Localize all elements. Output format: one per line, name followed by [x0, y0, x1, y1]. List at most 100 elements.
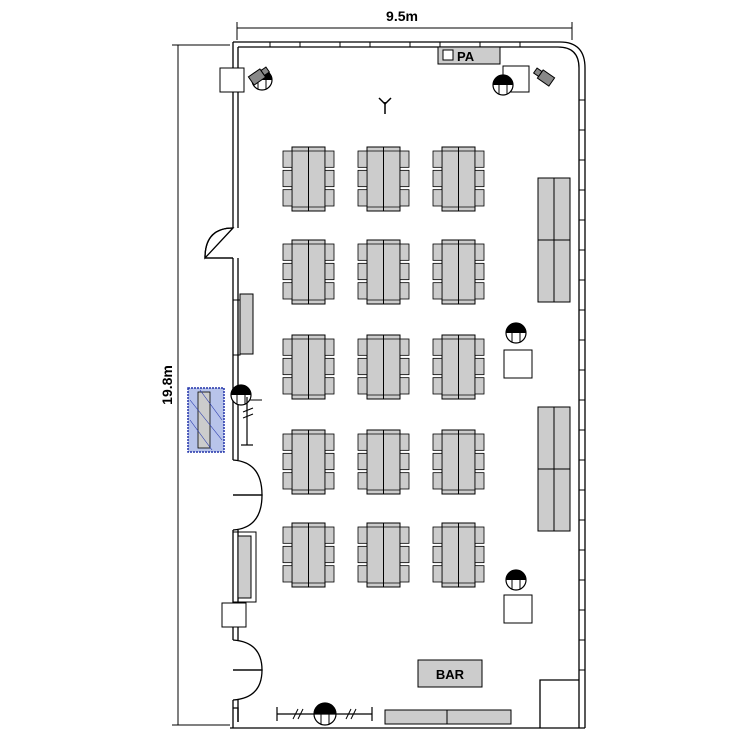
chair[interactable] [282, 150, 293, 168]
bottom-counter[interactable] [384, 709, 512, 725]
wall-panel-upper[interactable] [232, 293, 254, 356]
chair[interactable] [399, 452, 410, 471]
speaker-icon[interactable] [505, 322, 527, 344]
chair[interactable] [474, 472, 485, 490]
chair[interactable] [399, 545, 410, 564]
side-box-top-left[interactable] [219, 67, 245, 93]
door-lower[interactable] [232, 639, 263, 701]
chair[interactable] [432, 357, 443, 376]
chair[interactable] [357, 565, 368, 583]
chair[interactable] [357, 377, 368, 395]
chair[interactable] [474, 357, 485, 376]
chair[interactable] [474, 565, 485, 583]
chair[interactable] [432, 262, 443, 281]
chair[interactable] [474, 452, 485, 471]
chair[interactable] [282, 357, 293, 376]
chair[interactable] [282, 452, 293, 471]
chair[interactable] [357, 526, 368, 544]
table-group[interactable] [357, 146, 410, 212]
chair[interactable] [399, 282, 410, 300]
table-group[interactable] [432, 146, 485, 212]
chair[interactable] [474, 433, 485, 451]
table-group[interactable] [432, 429, 485, 495]
table-group[interactable] [357, 522, 410, 588]
chair[interactable] [324, 169, 335, 188]
chair[interactable] [324, 526, 335, 544]
chair[interactable] [399, 433, 410, 451]
wall-panel-lower[interactable] [232, 531, 257, 603]
camera-icon[interactable] [247, 65, 271, 86]
right-panel-upper[interactable] [537, 177, 571, 303]
chair[interactable] [357, 150, 368, 168]
table-group[interactable] [282, 522, 335, 588]
chair[interactable] [357, 169, 368, 188]
chair[interactable] [399, 526, 410, 544]
chair[interactable] [399, 262, 410, 281]
chair[interactable] [282, 377, 293, 395]
chair[interactable] [357, 472, 368, 490]
table-group[interactable] [357, 334, 410, 400]
chair[interactable] [432, 377, 443, 395]
table-group[interactable] [282, 429, 335, 495]
table-group[interactable] [432, 334, 485, 400]
chair[interactable] [399, 338, 410, 356]
chair[interactable] [357, 545, 368, 564]
chair[interactable] [357, 452, 368, 471]
table-group[interactable] [282, 146, 335, 212]
chair[interactable] [282, 189, 293, 207]
speaker-icon[interactable] [492, 74, 514, 96]
chair[interactable] [399, 189, 410, 207]
chair[interactable] [324, 189, 335, 207]
chair[interactable] [399, 150, 410, 168]
chair[interactable] [399, 565, 410, 583]
chair[interactable] [324, 565, 335, 583]
table-group[interactable] [282, 239, 335, 305]
chair[interactable] [282, 262, 293, 281]
chair[interactable] [357, 357, 368, 376]
chair[interactable] [432, 565, 443, 583]
chair[interactable] [432, 472, 443, 490]
chair[interactable] [474, 338, 485, 356]
chair[interactable] [282, 545, 293, 564]
pa-unit[interactable]: PA [437, 46, 501, 65]
chair[interactable] [324, 357, 335, 376]
chair[interactable] [432, 282, 443, 300]
chair[interactable] [324, 545, 335, 564]
chair[interactable] [399, 243, 410, 261]
selected-screen[interactable] [187, 387, 225, 453]
chair[interactable] [357, 243, 368, 261]
chair[interactable] [324, 472, 335, 490]
chair[interactable] [432, 338, 443, 356]
antenna-icon[interactable] [378, 97, 392, 114]
chair[interactable] [474, 150, 485, 168]
chair[interactable] [282, 338, 293, 356]
table-group[interactable] [432, 522, 485, 588]
chair[interactable] [474, 282, 485, 300]
chair[interactable] [282, 282, 293, 300]
chair[interactable] [357, 338, 368, 356]
chair[interactable] [432, 150, 443, 168]
table-group[interactable] [432, 239, 485, 305]
camera-icon[interactable] [532, 66, 556, 87]
chair[interactable] [474, 377, 485, 395]
table-group[interactable] [357, 429, 410, 495]
equipment-box-mid-right[interactable] [503, 349, 533, 379]
chair[interactable] [432, 189, 443, 207]
chair[interactable] [474, 189, 485, 207]
chair[interactable] [474, 545, 485, 564]
speaker-icon[interactable] [505, 569, 527, 591]
table-group[interactable] [282, 334, 335, 400]
chair[interactable] [432, 433, 443, 451]
bar-counter[interactable]: BAR [417, 659, 483, 688]
chair[interactable] [324, 452, 335, 471]
chair[interactable] [324, 243, 335, 261]
chair[interactable] [432, 526, 443, 544]
chair[interactable] [324, 338, 335, 356]
chair[interactable] [282, 472, 293, 490]
chair[interactable] [474, 262, 485, 281]
chair[interactable] [432, 243, 443, 261]
chair[interactable] [282, 565, 293, 583]
chair[interactable] [474, 243, 485, 261]
chair[interactable] [324, 377, 335, 395]
chair[interactable] [324, 262, 335, 281]
